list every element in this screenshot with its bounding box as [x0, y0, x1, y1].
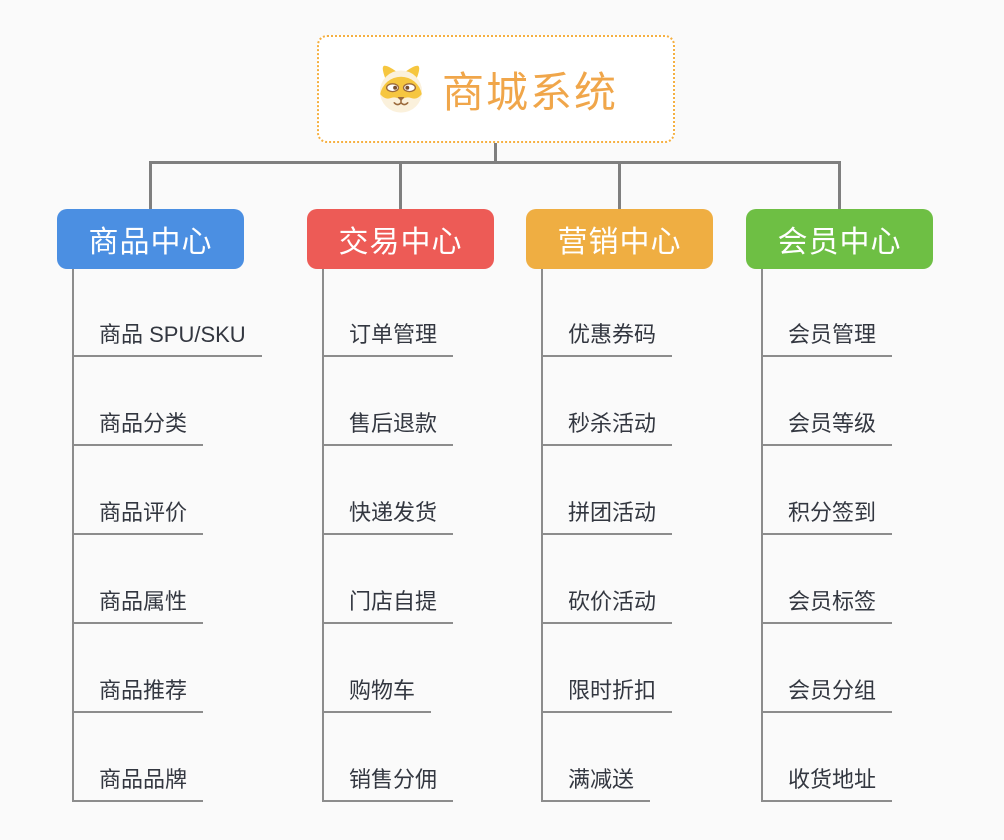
- root-topic[interactable]: 商城系统: [317, 35, 675, 143]
- connector-drop-member: [838, 161, 841, 209]
- leaf-topic[interactable]: 订单管理: [322, 315, 454, 357]
- connector-drop-marketing: [618, 161, 621, 209]
- leaf-topic[interactable]: 售后退款: [322, 404, 454, 446]
- branch-member-center[interactable]: 会员中心: [746, 209, 933, 269]
- connector-bus: [149, 161, 841, 164]
- trunk-product: [72, 269, 74, 802]
- branch-label: 营销中心: [557, 226, 682, 259]
- trunk-member: [761, 269, 763, 802]
- leaf-topic[interactable]: 商品推荐: [72, 671, 204, 713]
- leaf-topic[interactable]: 砍价活动: [541, 582, 673, 624]
- leaf-topic[interactable]: 商品评价: [72, 493, 204, 535]
- branch-label: 会员中心: [777, 226, 902, 259]
- connector-drop-product: [149, 161, 152, 209]
- leaf-topic[interactable]: 优惠券码: [541, 315, 673, 357]
- leaf-topic[interactable]: 快递发货: [322, 493, 454, 535]
- trunk-trade: [322, 269, 324, 802]
- connector-drop-trade: [399, 161, 402, 209]
- leaf-topic[interactable]: 收货地址: [761, 760, 893, 802]
- branch-trade-center[interactable]: 交易中心: [307, 209, 494, 269]
- shiba-dog-icon: [374, 62, 428, 116]
- branch-product-center[interactable]: 商品中心: [57, 209, 244, 269]
- leaf-topic[interactable]: 拼团活动: [541, 493, 673, 535]
- leaf-topic[interactable]: 会员分组: [761, 671, 893, 713]
- leaf-topic[interactable]: 商品属性: [72, 582, 204, 624]
- branch-label: 商品中心: [88, 226, 213, 259]
- leaf-topic[interactable]: 购物车: [322, 671, 432, 713]
- leaf-topic[interactable]: 商品 SPU/SKU: [72, 315, 262, 357]
- leaf-topic[interactable]: 会员管理: [761, 315, 893, 357]
- leaf-topic[interactable]: 会员标签: [761, 582, 893, 624]
- leaf-topic[interactable]: 积分签到: [761, 493, 893, 535]
- leaf-topic[interactable]: 满减送: [541, 760, 651, 802]
- leaf-topic[interactable]: 会员等级: [761, 404, 893, 446]
- leaf-topic[interactable]: 门店自提: [322, 582, 454, 624]
- branch-label: 交易中心: [338, 226, 463, 259]
- leaf-topic[interactable]: 商品分类: [72, 404, 204, 446]
- trunk-marketing: [541, 269, 543, 802]
- leaf-topic[interactable]: 秒杀活动: [541, 404, 673, 446]
- leaf-topic[interactable]: 限时折扣: [541, 671, 673, 713]
- leaf-topic[interactable]: 商品品牌: [72, 760, 204, 802]
- leaf-topic[interactable]: 销售分佣: [322, 760, 454, 802]
- root-topic-title: 商城系统: [441, 68, 618, 116]
- connector-root-stub: [494, 141, 497, 162]
- branch-marketing-center[interactable]: 营销中心: [526, 209, 713, 269]
